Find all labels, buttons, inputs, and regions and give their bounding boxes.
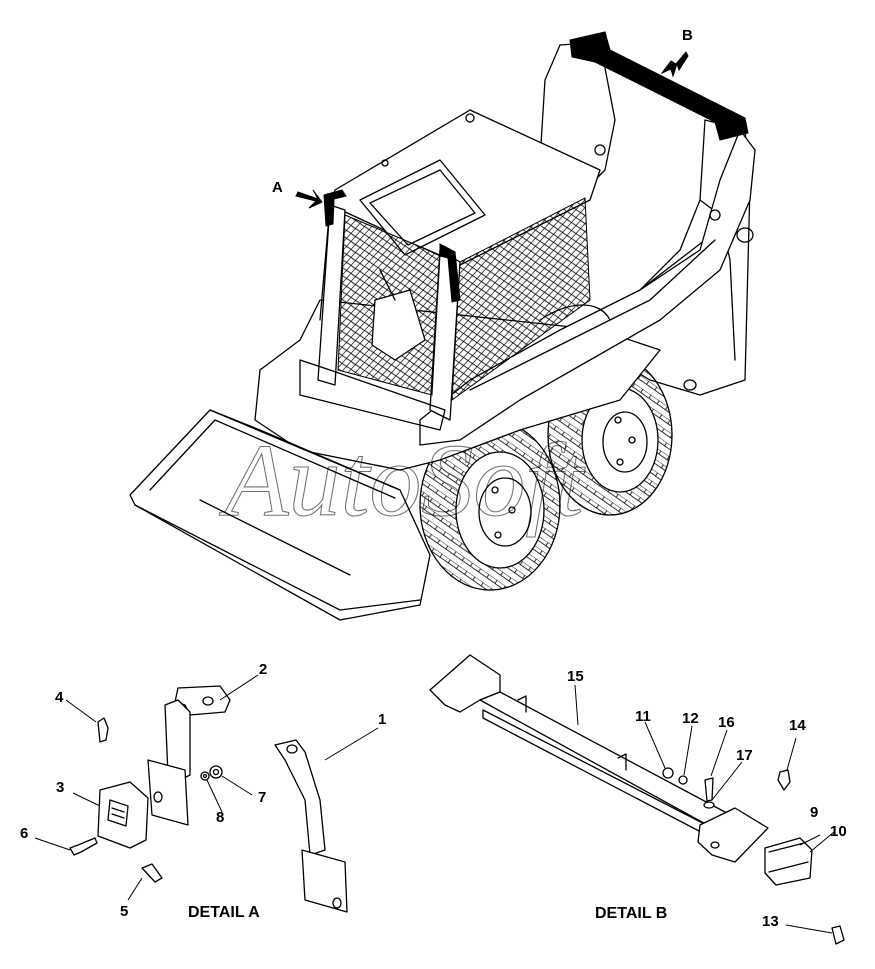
callout-14: 14: [789, 717, 806, 734]
view-b-bar: [569, 31, 749, 141]
callout-12: 12: [682, 710, 699, 727]
part-4-bulb: [97, 717, 109, 743]
callout-3: 3: [56, 779, 64, 796]
callout-17: 17: [736, 747, 753, 764]
view-a-brackets: [323, 189, 461, 303]
skid-steer-loader: AutoSoft: [129, 31, 756, 621]
part-6-bolt: [69, 837, 98, 856]
view-label-a: A: [272, 179, 283, 196]
part-14-bulb: [777, 769, 791, 791]
callout-6: 6: [20, 825, 28, 842]
part-15-bar: [429, 654, 769, 863]
callout-1: 1: [378, 711, 386, 728]
callout-13: 13: [762, 913, 779, 930]
cab-front-left-post: [317, 204, 346, 386]
part-8-washer: [200, 771, 210, 781]
part-1-bracket: [274, 739, 348, 913]
detail-b-title: DETAIL B: [595, 905, 667, 922]
callout-7: 7: [258, 789, 266, 806]
bucket: [129, 409, 431, 621]
callout-11: 11: [635, 708, 651, 725]
side-mesh-screen: [451, 197, 591, 402]
part-2-bracket: [147, 685, 231, 826]
detail-b: [429, 654, 845, 945]
watermark: AutoSoft: [219, 423, 585, 538]
part-9-10-lamp: [764, 837, 813, 886]
view-label-b: B: [682, 27, 693, 44]
arrow-b: [660, 51, 689, 78]
part-11-nut: [662, 767, 674, 779]
part-16-bolt: [704, 777, 714, 802]
callout-5: 5: [120, 903, 128, 920]
callout-8: 8: [216, 809, 224, 826]
lift-arm-left: [419, 129, 756, 446]
part-5-stud: [141, 863, 163, 883]
detail-a-title: DETAIL A: [188, 904, 260, 921]
part-7-nut: [209, 765, 223, 779]
leader-lines: [34, 674, 835, 934]
callout-10: 10: [830, 823, 847, 840]
part-17-washer: [703, 801, 715, 809]
front-tire: [419, 419, 561, 591]
part-13-bulb: [831, 925, 845, 945]
part-3-lamp: [97, 781, 149, 849]
callout-2: 2: [259, 661, 267, 678]
part-12-washer: [678, 775, 688, 785]
callout-4: 4: [55, 689, 64, 706]
callout-9: 9: [810, 804, 818, 821]
arrow-a: [295, 189, 323, 209]
callout-15: 15: [567, 668, 584, 685]
detail-a: [69, 685, 348, 913]
callout-16: 16: [718, 714, 735, 731]
